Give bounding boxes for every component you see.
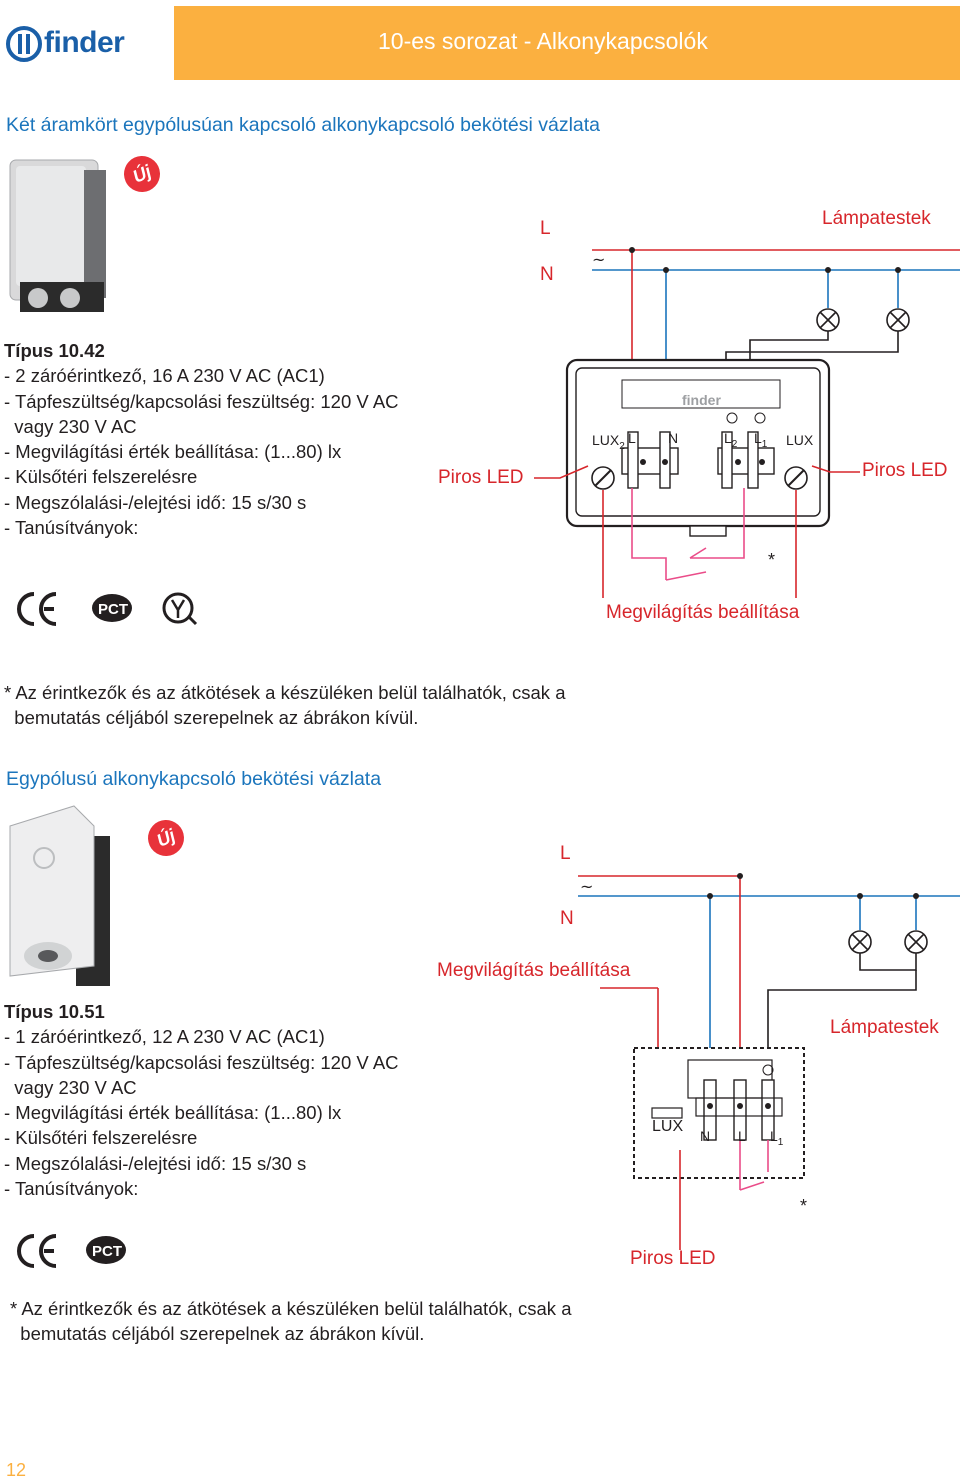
terminal-N: N [668, 430, 679, 446]
potentiometer-right-icon [784, 466, 808, 490]
spec-line: - Megszólalási-/elejtési idő: 15 s/30 s [4, 491, 307, 513]
svg-text:PCT: PCT [92, 1243, 122, 1260]
spec-line: - Tápfeszültség/kapcsolási feszültség: 1… [4, 1051, 399, 1073]
type-label: Típus 10.51 [4, 1001, 105, 1022]
spec-line: - 1 záróérintkező, 12 A 230 V AC (AC1) [4, 1026, 325, 1048]
spec-line: - 2 záróérintkező, 16 A 230 V AC (AC1) [4, 365, 325, 387]
footnote-2: * Az érintkezők és az átkötések a készül… [10, 1298, 572, 1345]
diagram1-lamps-label: Lámpatestek [822, 208, 931, 229]
diagram2-L-label: L [560, 843, 571, 864]
diagram1-led-right-label: Piros LED [862, 460, 948, 481]
diagram1-led-left-label: Piros LED [438, 467, 524, 488]
diagram1-star: * [768, 550, 776, 570]
hungarian-cert-icon [162, 592, 198, 626]
product-photo-10-42 [9, 159, 106, 312]
spec-line: - Tápfeszültség/kapcsolási feszültség: 1… [4, 390, 399, 412]
spec-line: - Külsőtéri felszerelésre [4, 1127, 198, 1149]
product-photo-10-51 [9, 805, 110, 986]
spec-line: - Megszólalási-/elejtési idő: 15 s/30 s [4, 1152, 307, 1174]
spec-line: - Tanúsítványok: [4, 517, 139, 539]
footnote-1: * Az érintkezők és az átkötések a készül… [4, 682, 566, 729]
spec-line: vagy 230 V AC [4, 1076, 137, 1098]
diagram2-adjust-label: Megvilágítás beállítása [437, 960, 631, 981]
device-brand: finder [682, 392, 721, 408]
page-title: 10-es sorozat - Alkonykapcsolók [378, 28, 708, 54]
lamp-icon [848, 930, 872, 954]
svg-text:PCT: PCT [98, 601, 128, 618]
diagram1-N-label: N [540, 264, 554, 285]
tilde-icon: ~ [580, 877, 593, 896]
certificates-10-51: PCT [17, 1234, 126, 1268]
terminal-lux: LUX [652, 1118, 684, 1135]
pct-mark-icon: PCT [92, 594, 132, 622]
spec-line: - Megvilágítási érték beállítása: (1...8… [4, 1102, 342, 1124]
page-number: 12 [6, 1460, 27, 1480]
spec-line: - Megvilágítási érték beállítása: (1...8… [4, 441, 342, 463]
wiring-diagram-1: ~ finder [534, 247, 960, 598]
finder-logo [6, 22, 156, 66]
diagram2-N-label: N [560, 908, 574, 929]
terminal-lux: LUX [786, 432, 814, 448]
tilde-icon: ~ [592, 250, 605, 269]
diagram2-led-label: Piros LED [630, 1248, 716, 1269]
diagram2-star: * [800, 1196, 808, 1216]
diagram2-lamps-label: Lámpatestek [830, 1017, 939, 1038]
finder-logo-icon [6, 26, 42, 62]
diagram1-adjust-label: Megvilágítás beállítása [606, 602, 800, 623]
terminal-L1: L1 [770, 1128, 784, 1148]
lamp-icon [904, 930, 928, 954]
diagram1-L-label: L [540, 218, 551, 239]
terminal-lux2: LUX2 [592, 432, 625, 452]
spec-line: vagy 230 V AC [4, 415, 137, 437]
header-bar [174, 6, 960, 80]
brand-name: finder [44, 26, 125, 59]
terminal-N: N [700, 1128, 711, 1144]
ce-mark-icon [17, 592, 57, 626]
spec-line: - Tanúsítványok: [4, 1178, 139, 1200]
certificates-10-42: PCT [17, 592, 198, 626]
terminal-L2: L2 [724, 430, 738, 450]
spec-line: - Külsőtéri felszerelésre [4, 466, 198, 488]
pct-mark-icon: PCT [86, 1236, 126, 1264]
terminal-L: L [628, 430, 636, 446]
spec-list-10-42: Típus 10.42 - 2 záróérintkező, 16 A 230 … [4, 338, 399, 540]
section1-title: Két áramkört egypólusúan kapcsoló alkony… [6, 114, 601, 136]
ce-mark-icon [17, 1234, 57, 1268]
potentiometer-left-icon [591, 466, 615, 490]
section2-title: Egypólusú alkonykapcsoló bekötési vázlat… [6, 768, 382, 790]
type-label: Típus 10.42 [4, 340, 105, 361]
spec-list-10-51: Típus 10.51 - 1 záróérintkező, 12 A 230 … [4, 999, 399, 1201]
terminal-L: L [738, 1128, 746, 1144]
terminal-L1: L1 [754, 430, 768, 450]
